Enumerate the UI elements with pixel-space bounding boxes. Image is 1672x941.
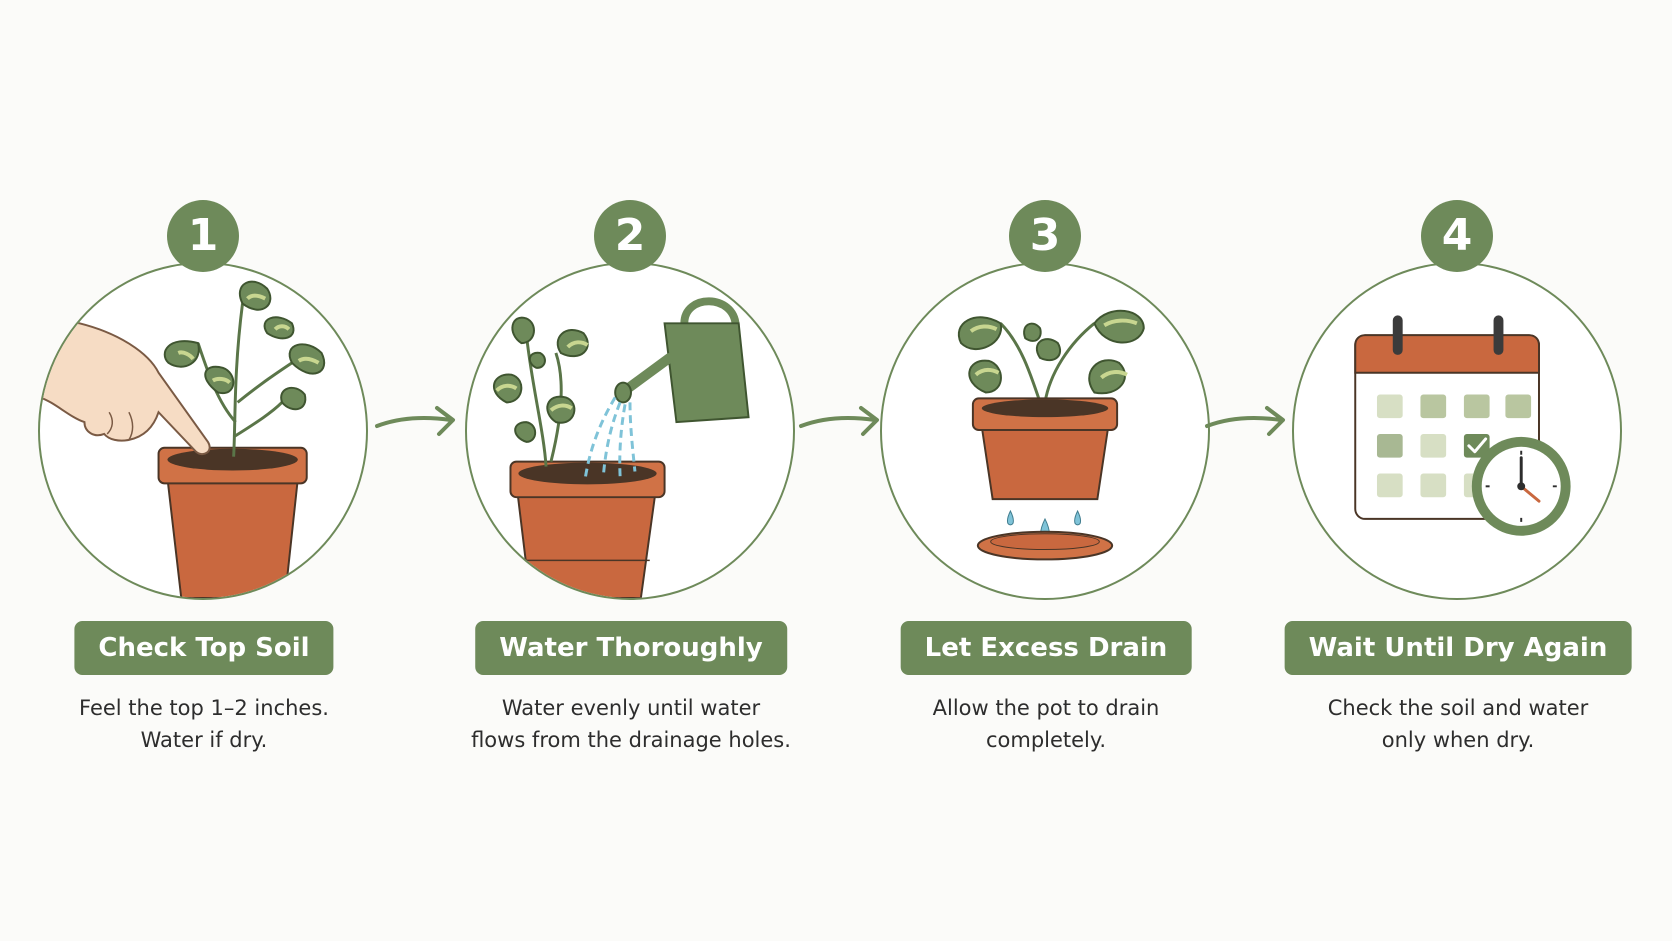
step-4-title: Wait Until Dry Again: [1284, 621, 1632, 675]
step-3-number: 3: [1009, 200, 1081, 272]
step-2-description: Water evenly until water flows from the …: [431, 692, 831, 756]
step-3-description: Allow the pot to drain completely.: [846, 692, 1246, 756]
arrow-right-icon: [1205, 406, 1285, 436]
step-2-desc-line-1: Water evenly until water: [501, 696, 761, 720]
step-3-illustration: [880, 262, 1210, 600]
step-2-desc-line-2: flows from the drainage holes.: [471, 728, 791, 752]
step-3-title: Let Excess Drain: [900, 621, 1192, 675]
step-4-illustration: [1292, 262, 1622, 600]
step-4-number: 4: [1421, 200, 1493, 272]
step-2: 2 Water Thoroughly Water evenly until wa…: [451, 0, 811, 941]
step-3: 3 Let Excess Drain Allow the pot to drai…: [866, 0, 1226, 941]
step-1: 1 Check Top Soil Feel the top 1–2 inches…: [24, 0, 384, 941]
step-1-description: Feel the top 1–2 inches. Water if dry.: [4, 692, 404, 756]
step-1-desc-line-1: Feel the top 1–2 inches.: [79, 696, 329, 720]
step-1-desc-line-2: Water if dry.: [140, 728, 268, 752]
step-3-desc-line-1: Allow the pot to drain: [932, 696, 1160, 720]
step-2-title: Water Thoroughly: [475, 621, 787, 675]
step-1-number: 1: [167, 200, 239, 272]
step-4-desc-line-2: only when dry.: [1381, 728, 1535, 752]
step-1-title: Check Top Soil: [74, 621, 334, 675]
step-4-description: Check the soil and water only when dry.: [1258, 692, 1658, 756]
arrow-right-icon: [799, 406, 879, 436]
step-3-desc-line-2: completely.: [985, 728, 1107, 752]
step-2-illustration: [465, 262, 795, 600]
step-1-illustration: [38, 262, 368, 600]
step-2-number: 2: [594, 200, 666, 272]
draining-pot-icon: [957, 309, 1145, 561]
step-4: 4 Wait Until Dry Again Check the soil an…: [1278, 0, 1638, 941]
step-4-desc-line-1: Check the soil and water: [1327, 696, 1589, 720]
hand-touching-soil-icon: [40, 280, 326, 598]
watering-can-icon: [493, 297, 750, 598]
calendar-clock-icon: [1354, 315, 1571, 536]
arrow-right-icon: [375, 406, 455, 436]
